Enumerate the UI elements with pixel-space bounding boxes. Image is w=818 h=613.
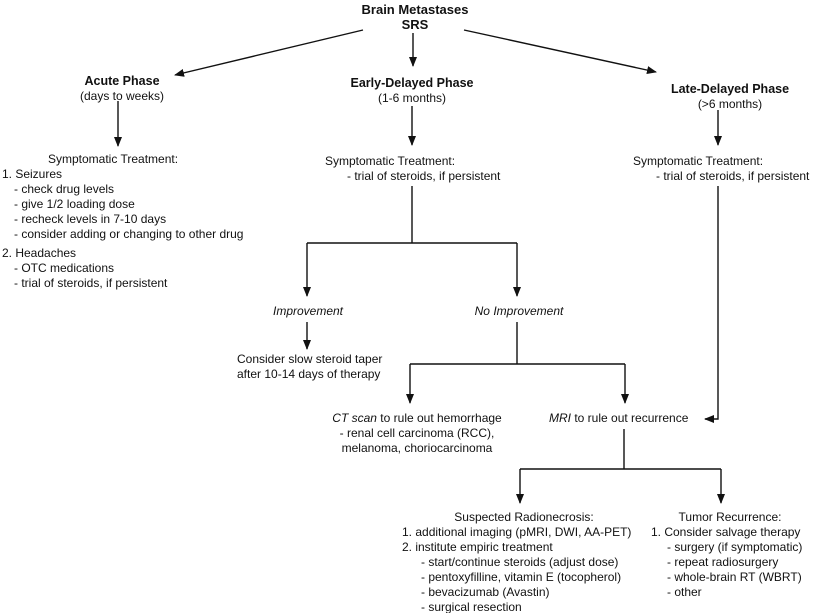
acute-seizures-item: - recheck levels in 7-10 days [14, 212, 167, 226]
phase-acute-title: Acute Phase [84, 74, 160, 88]
radionecrosis-heading: Suspected Radionecrosis: [454, 510, 594, 524]
arrow-late-to-mri [704, 186, 719, 423]
mri-emphasis: MRI [549, 411, 571, 425]
acute-seizures-item: - check drug levels [14, 182, 115, 196]
acute-headaches-item: - trial of steroids, if persistent [14, 276, 168, 290]
ct-scan-line2: - renal cell carcinoma (RCC), [339, 426, 495, 440]
split-early-treatment [303, 186, 521, 297]
recurrence-item1: 1. Consider salvage therapy [651, 525, 801, 539]
recurrence-node: Tumor Recurrence: 1. Consider salvage th… [651, 510, 809, 600]
ct-scan-rest: to rule out hemorrhage [376, 411, 502, 425]
radionecrosis-item1: 1. additional imaging (pMRI, DWI, AA-PET… [402, 525, 632, 539]
recurrence-sub-item: - other [667, 585, 702, 599]
root-title: Brain Metastases [361, 2, 469, 17]
mri-rest: to rule out recurrence [571, 411, 689, 425]
phase-late-title: Late-Delayed Phase [670, 82, 790, 96]
phase-early-title: Early-Delayed Phase [350, 76, 474, 90]
phase-acute: Acute Phase (days to weeks) [42, 74, 202, 104]
ct-scan-line3: melanoma, choriocarcinoma [341, 441, 493, 455]
radionecrosis-sub-item: - start/continue steroids (adjust dose) [421, 555, 619, 569]
recurrence-sub-item: - repeat radiosurgery [667, 555, 779, 569]
radionecrosis-node: Suspected Radionecrosis: 1. additional i… [402, 510, 646, 613]
radionecrosis-sub-item: - bevacizumab (Avastin) [421, 585, 550, 599]
steroid-taper-line1: Consider slow steroid taper [237, 352, 383, 366]
acute-headaches-label: 2. Headaches [2, 246, 77, 260]
root-subtitle: SRS [401, 17, 429, 32]
acute-treatment-node: Symptomatic Treatment: 1. Seizures - che… [2, 152, 243, 291]
early-treatment-node: Symptomatic Treatment: - trial of steroi… [325, 154, 500, 184]
late-treatment-node: Symptomatic Treatment: - trial of steroi… [633, 154, 809, 184]
steroid-taper-node: Consider slow steroid taper after 10-14 … [237, 352, 382, 382]
recurrence-sub-item: - whole-brain RT (WBRT) [667, 570, 802, 584]
acute-seizures-label: 1. Seizures [2, 167, 63, 181]
mri-node: MRI to rule out recurrence [549, 411, 688, 426]
label-no-improvement: No Improvement [474, 304, 564, 318]
label-improvement: Improvement [272, 304, 344, 318]
recurrence-sub-item: - surgery (if symptomatic) [667, 540, 803, 554]
late-treatment-heading: Symptomatic Treatment: [633, 154, 764, 168]
phase-early-subtitle: (1-6 months) [377, 91, 447, 105]
radionecrosis-sub-item: - surgical resection [421, 600, 522, 613]
steroid-taper-line2: after 10-14 days of therapy [237, 367, 381, 381]
ct-scan-emphasis: CT scan [332, 411, 377, 425]
acute-seizures-item: - give 1/2 loading dose [14, 197, 135, 211]
early-treatment-heading: Symptomatic Treatment: [325, 154, 456, 168]
acute-treatment-heading: Symptomatic Treatment: [48, 152, 179, 166]
arrow-root-to-late [463, 29, 657, 74]
radionecrosis-sub-item: - pentoxyfilline, vitamin E (tocopherol) [421, 570, 622, 584]
phase-late: Late-Delayed Phase (>6 months) [650, 82, 810, 112]
split-no-improvement [406, 322, 629, 404]
phase-acute-subtitle: (days to weeks) [79, 89, 165, 103]
late-treatment-item: - trial of steroids, if persistent [656, 169, 810, 183]
acute-seizures-item: - consider adding or changing to other d… [14, 227, 244, 241]
split-mri [516, 429, 725, 504]
arrow-root-to-acute [174, 29, 364, 77]
ct-scan-line1: CT scan to rule out hemorrhage [329, 411, 505, 426]
ct-scan-node: CT scan to rule out hemorrhage - renal c… [329, 411, 505, 456]
early-treatment-item: - trial of steroids, if persistent [347, 169, 501, 183]
phase-early: Early-Delayed Phase (1-6 months) [331, 76, 493, 106]
recurrence-heading: Tumor Recurrence: [678, 510, 782, 524]
radionecrosis-item2: 2. institute empiric treatment [402, 540, 553, 554]
root-node: Brain Metastases SRS [315, 2, 515, 32]
acute-headaches-item: - OTC medications [14, 261, 115, 275]
phase-late-subtitle: (>6 months) [697, 97, 763, 111]
